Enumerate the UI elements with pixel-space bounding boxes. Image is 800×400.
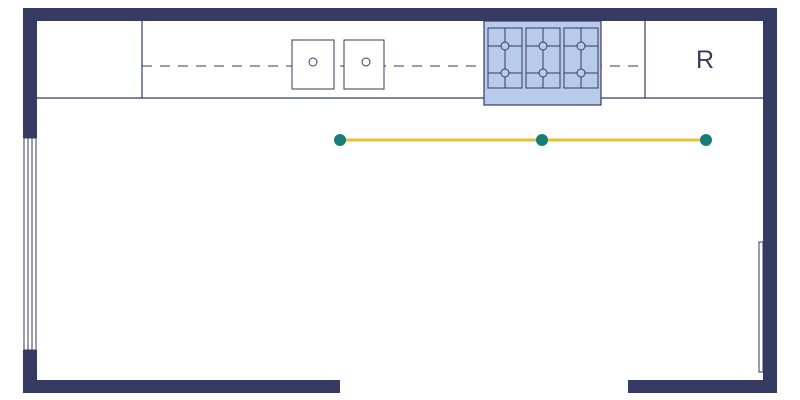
burner-section xyxy=(563,27,599,89)
burner-icon xyxy=(500,68,510,78)
burner-icon xyxy=(500,41,510,51)
burner-sections xyxy=(487,27,599,89)
burner-icon xyxy=(538,68,548,78)
pendant-light-icon xyxy=(536,134,548,146)
gas-range xyxy=(483,20,602,106)
pendant-light-icon xyxy=(700,134,712,146)
walls xyxy=(23,8,777,393)
right-wall xyxy=(763,8,777,393)
pendant-light-icon xyxy=(334,134,346,146)
sink-bowl-icon xyxy=(308,57,318,67)
lighting-track xyxy=(334,134,712,146)
top-wall xyxy=(23,8,777,21)
refrigerator-label: R xyxy=(696,46,714,74)
burner-section xyxy=(487,27,523,89)
burner-icon xyxy=(576,41,586,51)
double-sink xyxy=(291,39,385,90)
bottom-wall-left xyxy=(23,380,340,393)
left-wall-upper xyxy=(23,8,37,138)
burner-section xyxy=(525,27,561,89)
window-frame xyxy=(23,137,37,351)
burner-icon xyxy=(538,41,548,51)
bottom-wall-right xyxy=(628,380,777,393)
burner-icon xyxy=(576,68,586,78)
left-window xyxy=(23,137,37,351)
right-door-panel xyxy=(758,241,764,373)
door-panel xyxy=(758,241,764,373)
sink-bowl-icon xyxy=(361,57,371,67)
